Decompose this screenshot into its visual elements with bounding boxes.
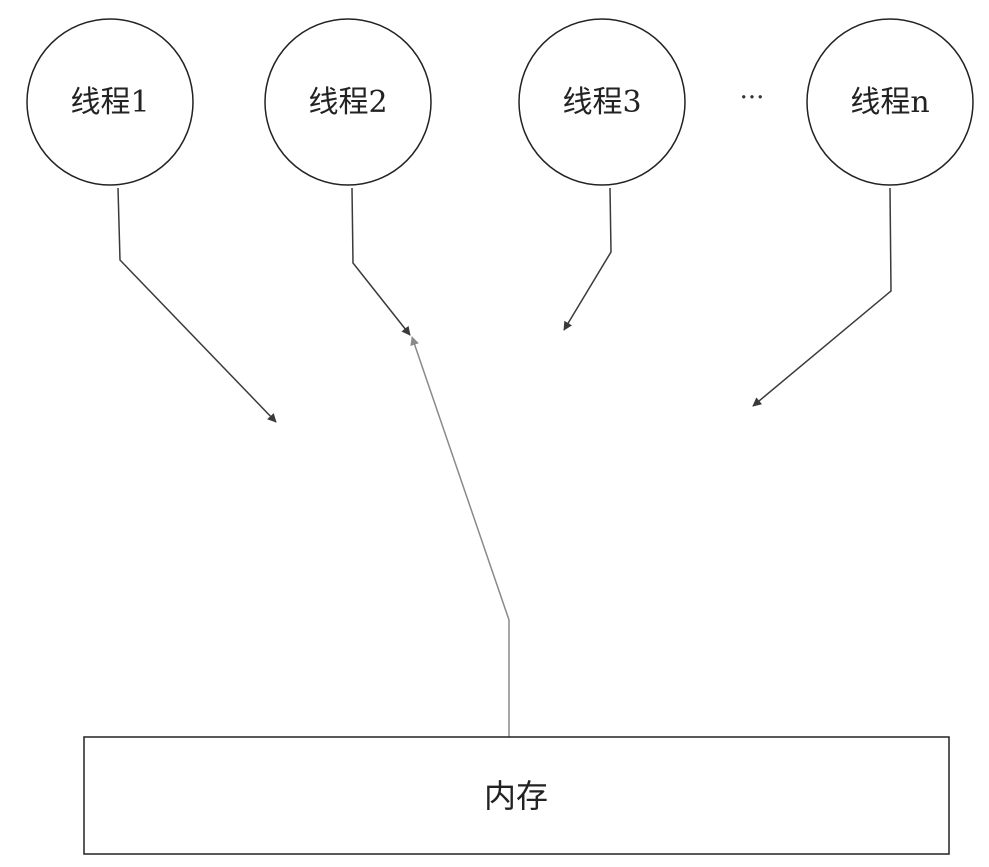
arrow-thread-1 bbox=[117, 187, 277, 423]
memory-label: 内存 bbox=[484, 777, 548, 815]
thread-node-n: 线程n bbox=[806, 18, 974, 186]
thread-node-1: 线程1 bbox=[26, 18, 194, 186]
arrow-thread-3 bbox=[563, 187, 612, 331]
arrow-thread-2 bbox=[351, 187, 411, 336]
thread-label-1: 线程1 bbox=[70, 85, 149, 120]
thread-label-2: 线程2 bbox=[308, 85, 387, 120]
memory-box: 内存 bbox=[83, 736, 950, 855]
thread-label-3: 线程3 bbox=[562, 85, 641, 120]
ellipsis: ··· bbox=[740, 83, 765, 113]
arrow-thread-n bbox=[752, 187, 892, 407]
arrow-memory bbox=[410, 336, 510, 737]
thread-label-n: 线程n bbox=[850, 85, 929, 120]
thread-node-3: 线程3 bbox=[518, 18, 686, 186]
thread-node-2: 线程2 bbox=[264, 18, 432, 186]
